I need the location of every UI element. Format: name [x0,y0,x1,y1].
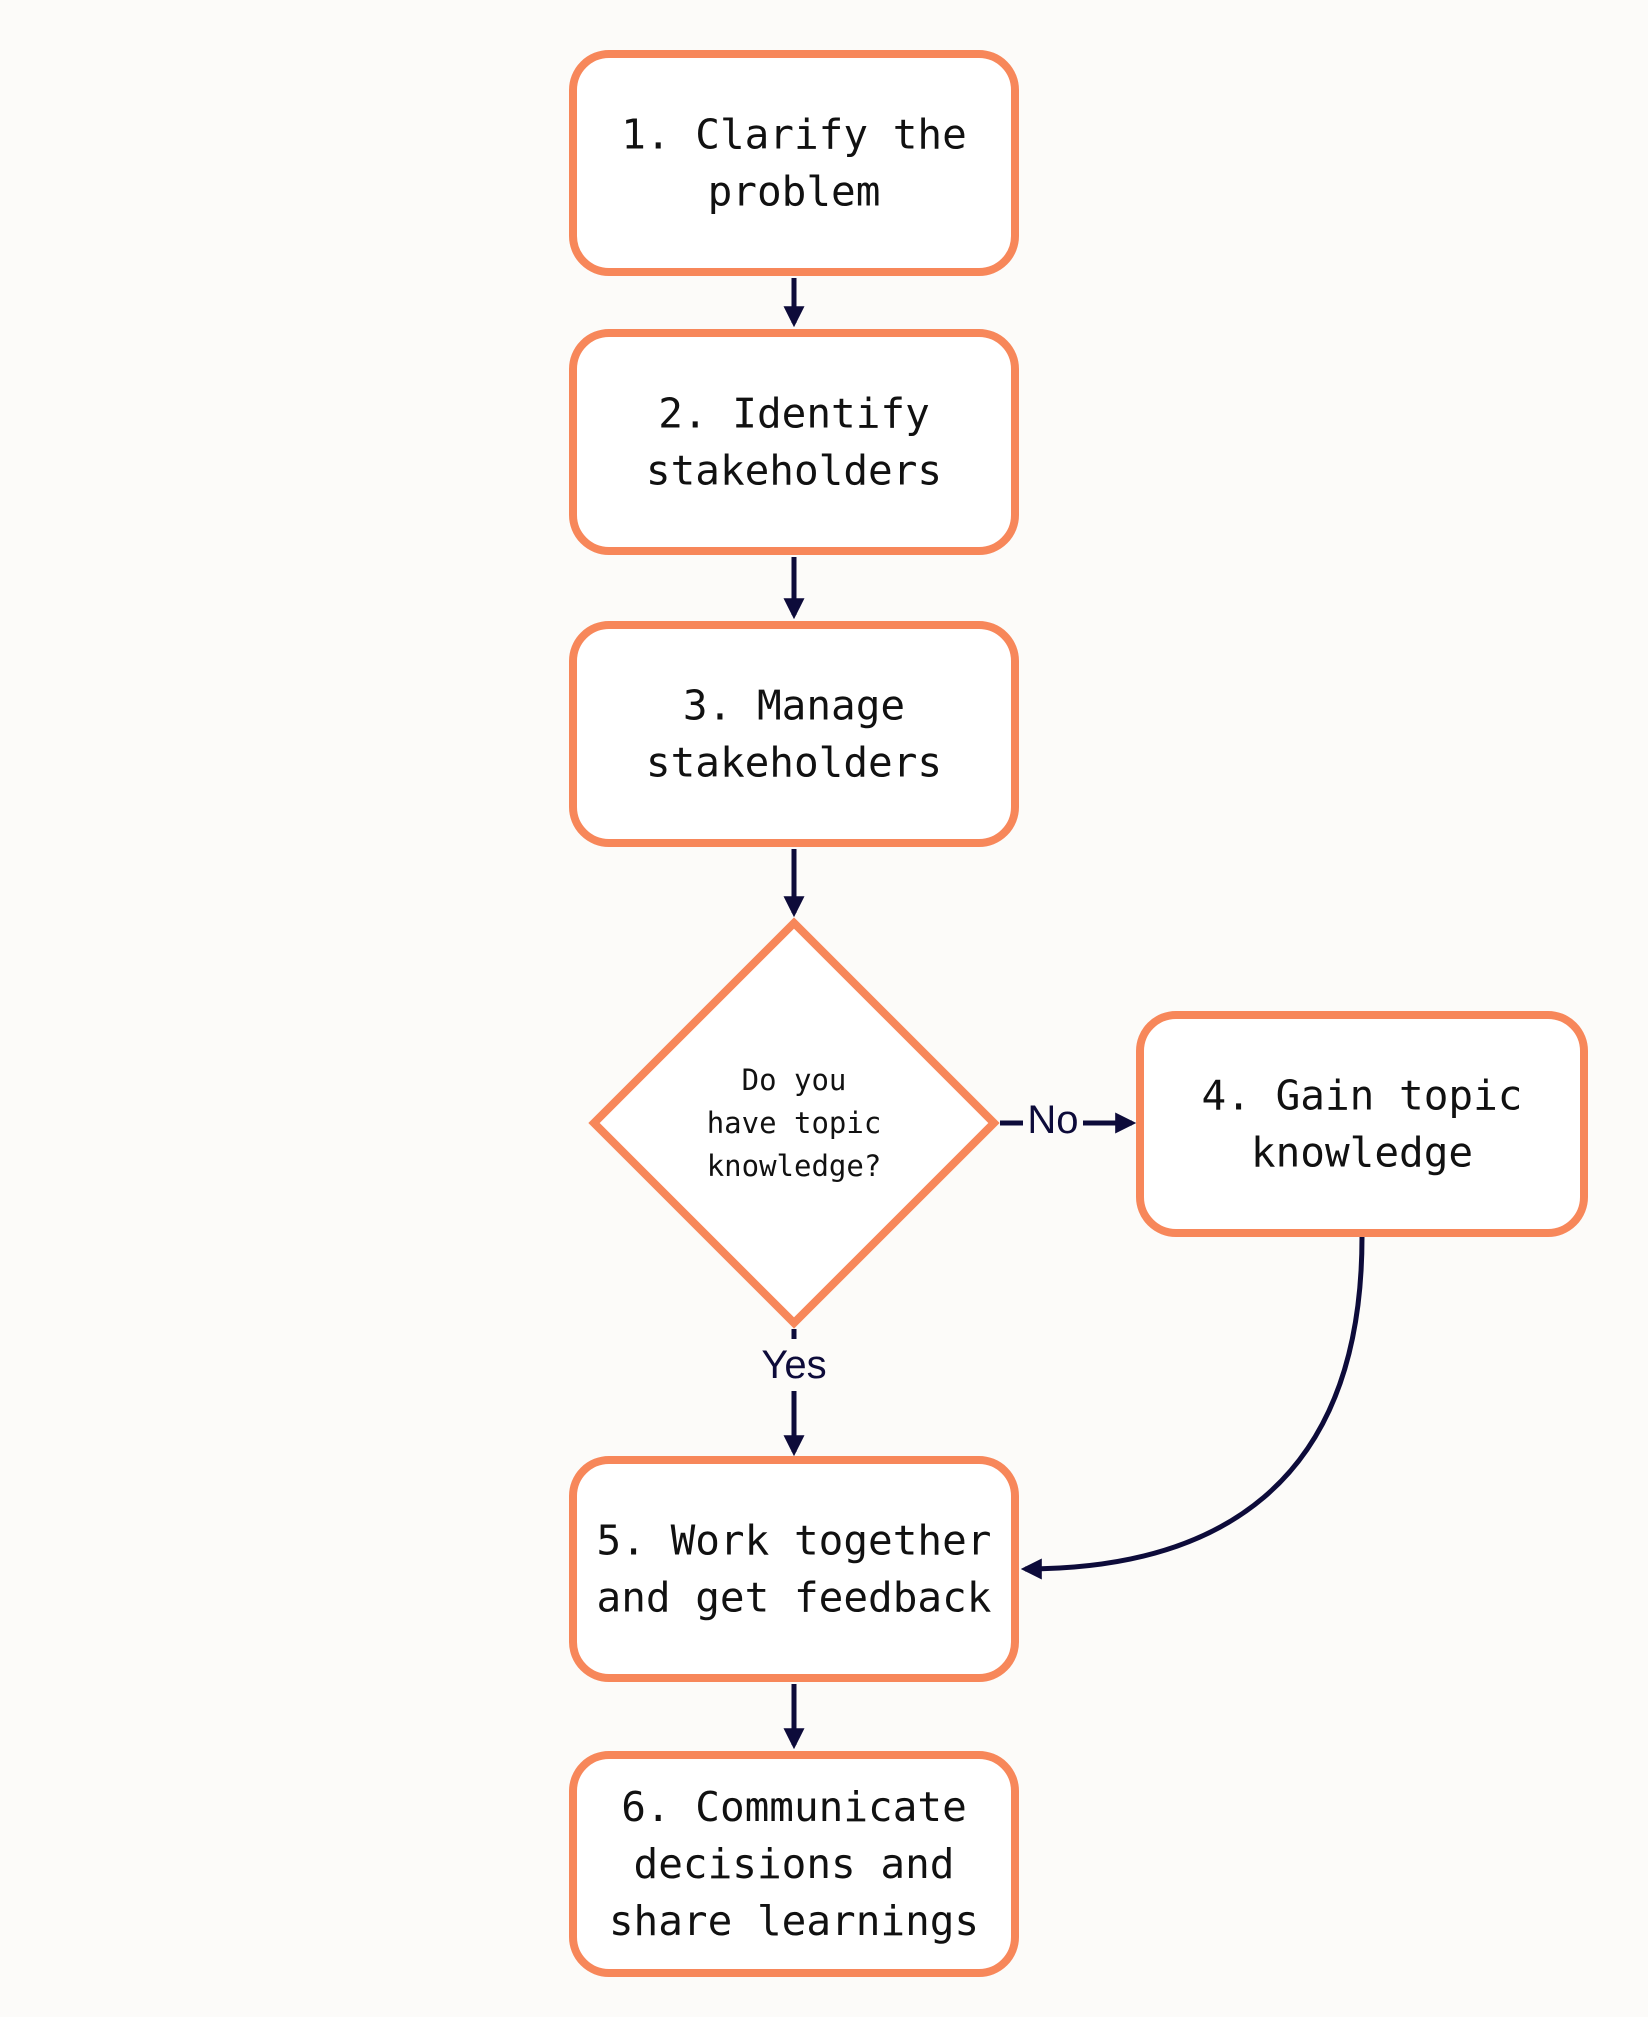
node-label-line: problem [708,168,881,216]
decision-diamond-shape [588,917,1000,1329]
node-label-line: knowledge? [707,1149,882,1183]
edge-label-background [764,1339,824,1391]
node-label-line: 2. Identify [658,390,930,438]
node-label-line: share learnings [609,1897,979,1945]
node-label-line: 6. Communicate [621,1783,967,1831]
node-step-2: 2. Identify stakeholders [569,329,1019,555]
edge-label-background [1023,1094,1083,1146]
node-label-line: stakeholders [646,739,942,787]
edge-label: No [1027,1098,1078,1142]
node-label-line: 4. Gain topic [1202,1072,1523,1120]
node-label-line: decisions and [634,1840,955,1888]
node-label-line: 5. Work together [597,1517,992,1565]
node-step-1: 1. Clarify the problem [569,50,1019,276]
node-layer: 1. Clarify the problem 2. Identify stakehol… [569,50,1588,1977]
node-label-line: stakeholders [646,447,942,495]
node-label-line: 3. Manage [683,682,905,730]
node-label-line: and get feedback [597,1574,992,1622]
node-step-4: 4. Gain topic knowledge [1136,1011,1588,1237]
node-label-line: have topic [707,1106,882,1140]
process-box-shape [569,1456,1019,1682]
process-box-shape [1136,1011,1588,1237]
process-box-shape [569,50,1019,276]
edge-label: Yes [761,1343,826,1387]
process-box-shape [569,1751,1019,1977]
node-label-line: 1. Clarify the [621,111,967,159]
node-label-line: Do you [742,1063,847,1097]
process-box-shape [569,329,1019,555]
node-step-3: 3. Manage stakeholders [569,621,1019,847]
process-box-shape [569,621,1019,847]
node-label-line: knowledge [1251,1129,1473,1177]
node-step-6: 6. Communicate decisions and share learnin… [569,1751,1019,1977]
node-step-5: 5. Work together and get feedback [569,1456,1019,1682]
edge-step-4-to-step-5-arrow [1020,1236,1365,1580]
node-decision: Do you have topic knowledge? [588,917,1000,1329]
